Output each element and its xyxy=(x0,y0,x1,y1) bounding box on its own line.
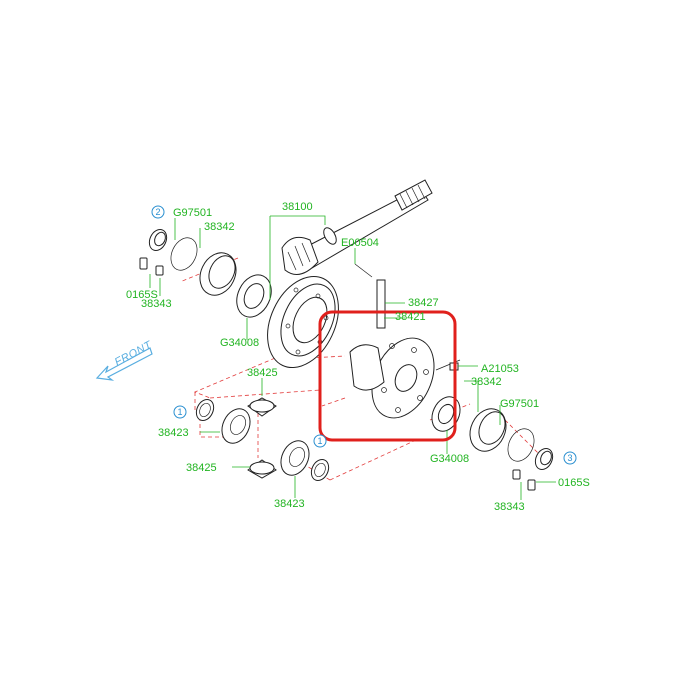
label-38343-top: 38343 xyxy=(141,298,172,310)
bolts-left xyxy=(139,257,164,276)
shim-left xyxy=(170,237,198,271)
label-0165s-top: 0165S xyxy=(126,289,158,301)
label-g34008-right: G34008 xyxy=(430,453,469,465)
ring-gear xyxy=(267,275,339,369)
label-38427: 38427 xyxy=(408,297,439,309)
drive-pinion-shaft xyxy=(281,179,433,275)
callout-1-left-text: 1 xyxy=(177,407,182,417)
pinion-gear-bottom xyxy=(247,459,277,479)
washer-left xyxy=(195,398,215,422)
label-38423-bottom: 38423 xyxy=(274,498,305,510)
callout-1-mid: 1 xyxy=(313,434,327,448)
label-g97501-right: G97501 xyxy=(500,398,539,410)
label-g97501-top: G97501 xyxy=(173,207,212,219)
pinion-gear-top xyxy=(247,397,277,417)
label-38423-left: 38423 xyxy=(158,427,189,439)
label-g34008-left: G34008 xyxy=(220,337,259,349)
highlight-box xyxy=(318,310,457,442)
pin xyxy=(354,263,386,329)
label-0165s-right: 0165S xyxy=(558,477,590,489)
callout-2: 2 xyxy=(151,205,165,219)
label-38100: 38100 xyxy=(282,201,313,213)
bearing-race-left xyxy=(199,252,237,296)
callout-2-text: 2 xyxy=(155,207,160,217)
label-38343-right: 38343 xyxy=(494,501,525,513)
label-38421: 38421 xyxy=(395,311,426,323)
bearing-race-right xyxy=(469,408,507,452)
oil-seal-left xyxy=(148,228,168,252)
label-38342-right: 38342 xyxy=(471,376,502,388)
bearing-right xyxy=(431,396,461,432)
label-38425-top: 38425 xyxy=(247,367,278,379)
label-38425-bottom: 38425 xyxy=(186,462,217,474)
label-e00504: E00504 xyxy=(341,237,379,249)
shim-right xyxy=(507,428,535,462)
side-gear-right xyxy=(280,440,310,476)
label-38342-top: 38342 xyxy=(204,221,235,233)
bearing-left xyxy=(236,274,272,318)
callout-3: 3 xyxy=(563,451,577,465)
differential-case xyxy=(349,337,435,419)
side-gear-left xyxy=(221,408,251,444)
callout-1-left: 1 xyxy=(173,405,187,419)
leader-lines xyxy=(149,215,556,500)
callout-3-text: 3 xyxy=(567,453,572,463)
washer-right xyxy=(310,458,330,482)
front-arrow: FRONT xyxy=(95,339,155,381)
label-a21053: A21053 xyxy=(481,363,519,375)
callout-1-mid-text: 1 xyxy=(317,436,322,446)
oil-seal-right xyxy=(534,447,554,471)
bolts-right xyxy=(512,469,536,491)
